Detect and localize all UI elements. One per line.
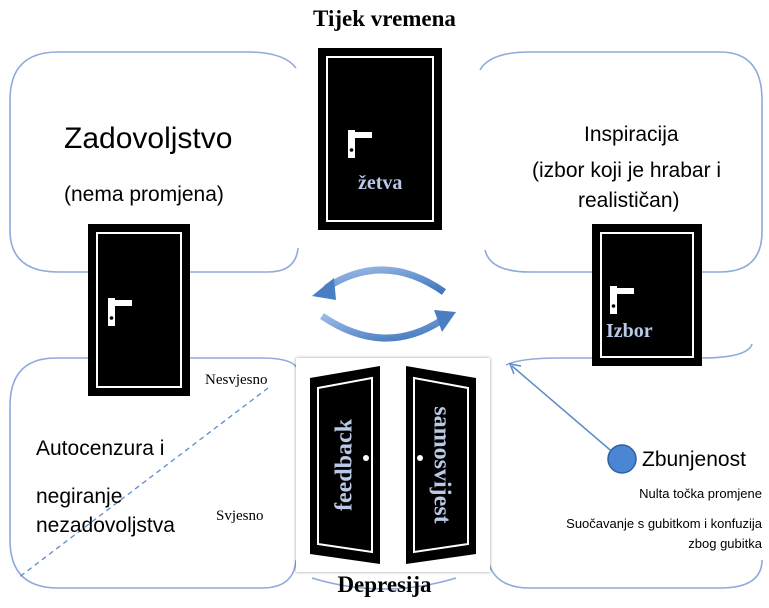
circular-arrows-icon — [312, 266, 456, 342]
quadrant-top-left-bottom — [188, 247, 299, 273]
door-choice-label: Izbor — [606, 320, 653, 342]
self-censorship-line2: negiranje — [36, 485, 123, 508]
confusion-heading: Zbunjenost — [642, 448, 746, 471]
unconscious-label: Nesvjesno — [205, 372, 268, 388]
depression-label: Depresija — [337, 572, 432, 597]
diagram-title: Tijek vremena — [313, 6, 456, 31]
inspiration-heading: Inspiracija — [584, 123, 679, 146]
confusion-line3: zbog gubitka — [688, 536, 762, 551]
door-harvest-label: žetva — [358, 172, 403, 194]
conscious-divider-line — [17, 387, 269, 579]
confusion-arrow — [511, 365, 617, 456]
quadrant-top-left-outline — [9, 51, 297, 273]
door-handle-icon — [610, 286, 634, 314]
quadrant-top-right-outline — [479, 51, 763, 273]
conscious-label: Svjesno — [216, 508, 264, 524]
confusion-dot — [607, 444, 637, 474]
quadrant-bottom-right-outline — [487, 559, 763, 589]
door-handle-icon — [348, 130, 372, 158]
quadrant-top-right-bottom — [484, 249, 592, 273]
self-awareness-label: samosvijest — [428, 406, 455, 524]
inspiration-subtext-line1: (izbor koji je hrabar i — [532, 159, 722, 182]
bottom-center-arc — [311, 577, 457, 590]
satisfaction-subtext: (nema promjena) — [64, 183, 224, 206]
confusion-line1: Nulta točka promjene — [639, 486, 762, 501]
open-double-doors: feedback samosvijest — [296, 358, 490, 572]
quadrant-bottom-left-top — [186, 357, 299, 371]
confusion-line2: Suočavanje s gubitkom i konfuzija — [566, 516, 762, 531]
feedback-label: feedback — [331, 419, 358, 511]
door-harvest: žetva — [318, 48, 442, 230]
self-censorship-line1: Autocenzura i — [36, 437, 165, 460]
double-doors-graphic — [310, 366, 476, 564]
self-censorship-line3: nezadovoljstva — [36, 514, 175, 537]
door-choice: Izbor — [592, 224, 702, 366]
inspiration-subtext-line2: realističan) — [578, 189, 680, 212]
satisfaction-heading: Zadovoljstvo — [64, 122, 233, 155]
door-handle-icon — [108, 298, 132, 326]
door-satisfaction — [88, 224, 190, 396]
quadrant-bottom-left-outline — [9, 357, 297, 589]
